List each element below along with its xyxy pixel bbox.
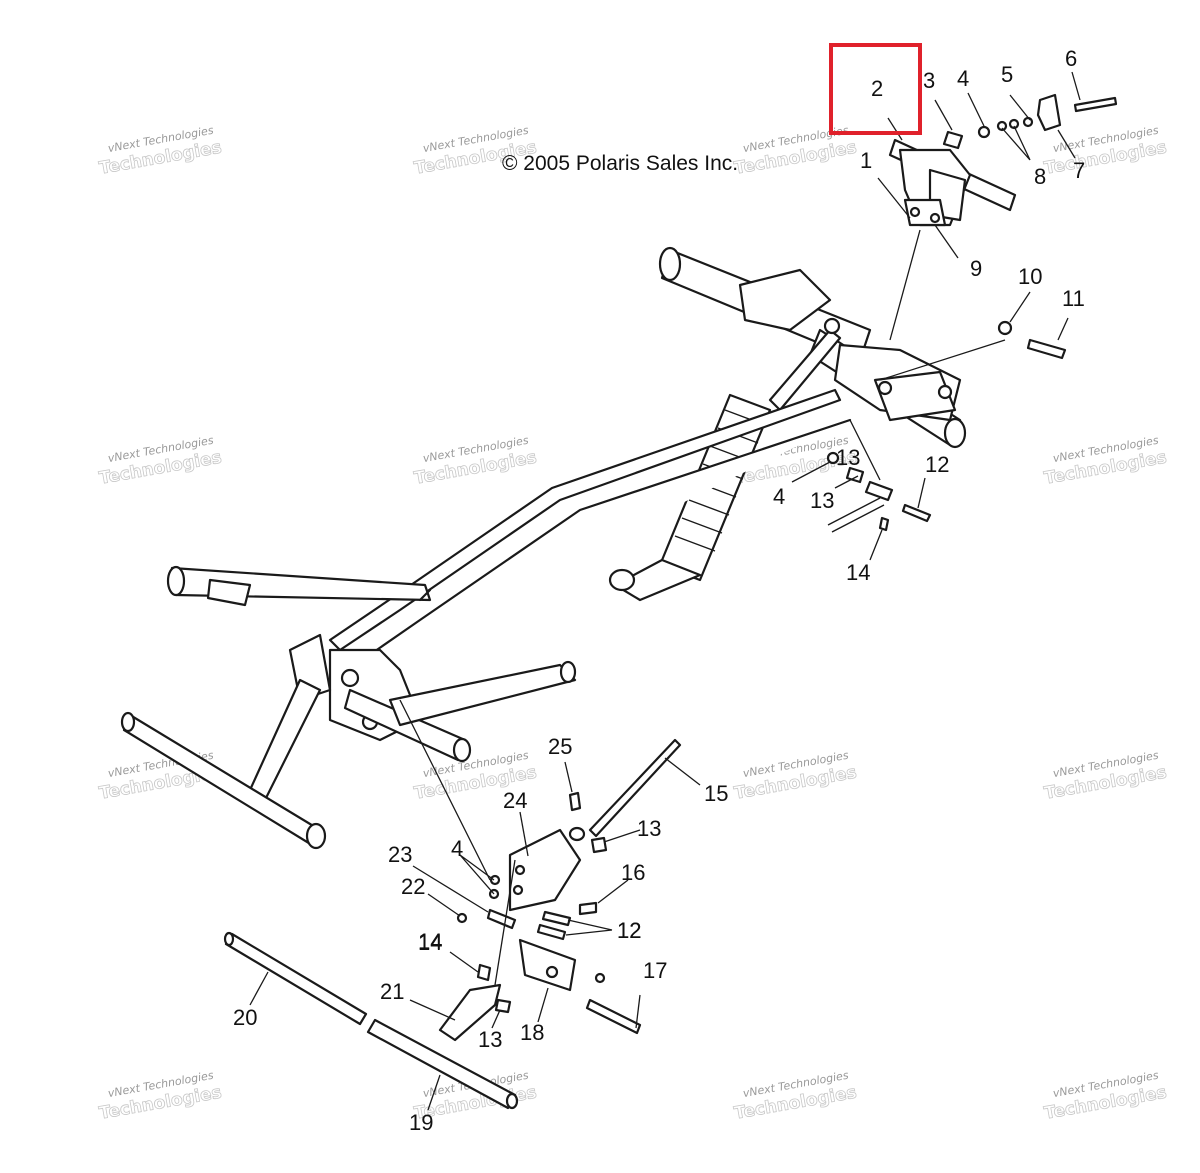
callout-21: 21: [380, 979, 404, 1004]
callout-24: 24: [503, 788, 527, 813]
callout-10: 10: [1018, 264, 1042, 289]
callout-13: 13: [637, 816, 661, 841]
callout-3: 3: [923, 68, 935, 93]
callout-19: 19: [409, 1110, 433, 1135]
callout-25: 25: [548, 734, 572, 759]
rear-axle-assembly: [120, 565, 577, 850]
callout-1: 1: [860, 148, 872, 173]
callout-5: 5: [1001, 62, 1013, 87]
callout-4: 4: [451, 836, 463, 861]
copyright-text: © 2005 Polaris Sales Inc.: [502, 152, 738, 175]
callout-14: 14: [418, 930, 442, 955]
shock-absorber: [608, 317, 842, 602]
callout-7: 7: [1073, 158, 1085, 183]
callout-9: 9: [970, 256, 982, 281]
highlight-box: [829, 43, 922, 135]
callout-18: 18: [520, 1020, 544, 1045]
callout-20: 20: [233, 1005, 257, 1030]
callout-17: 17: [643, 958, 667, 983]
callout-4: 4: [773, 484, 785, 509]
front-bracket: [888, 138, 1017, 227]
callout-13: 13: [810, 488, 834, 513]
leader-lines: [249, 71, 1081, 1111]
callout-12: 12: [617, 918, 641, 943]
callout-6: 6: [1065, 46, 1077, 71]
callout-2: 2: [871, 76, 883, 101]
callout-14: 14: [418, 929, 442, 954]
upper-rear-arm: [658, 246, 967, 449]
top-hardware: [942, 93, 1118, 150]
callout-4: 4: [957, 66, 969, 91]
callout-11: 11: [1062, 286, 1085, 311]
bottom-rods: [223, 931, 519, 1110]
callout-23: 23: [388, 842, 412, 867]
rail-rod: [328, 388, 852, 667]
callout-8: 8: [1034, 164, 1046, 189]
callout-14: 14: [846, 560, 870, 585]
callout-16: 16: [621, 860, 645, 885]
callout-13: 13: [836, 445, 860, 470]
callout-12: 12: [617, 918, 641, 943]
callout-22: 22: [401, 874, 425, 899]
callout-13: 13: [478, 1027, 502, 1052]
mid-hardware: [826, 320, 1067, 533]
callout-15: 15: [704, 781, 728, 806]
callout-12: 12: [925, 452, 949, 477]
